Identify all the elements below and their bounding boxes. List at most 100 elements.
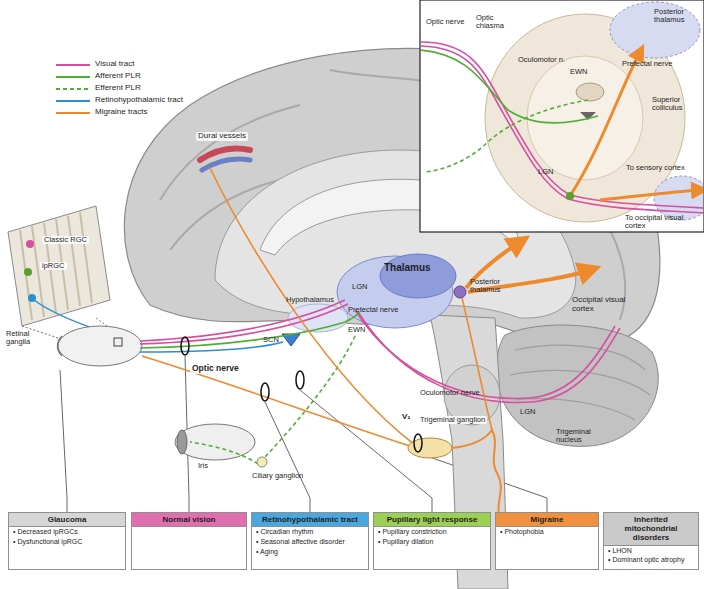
illustration-circle [257, 457, 267, 467]
illustration-circle [454, 286, 466, 298]
box-heading: Migraine [496, 513, 598, 527]
illustration-ellipse [261, 383, 269, 401]
box-bullet: • Aging [252, 547, 368, 557]
anatomy-label: Trigeminal ganglion [418, 416, 487, 424]
box-bullet: • Pupillary dilation [374, 537, 490, 547]
illustration-path [34, 300, 92, 328]
illustration-rect [114, 338, 122, 346]
illustration-polygon [8, 206, 110, 326]
illustration-path [20, 212, 92, 320]
condition-box: Pupillary light response• Pupillary cons… [373, 512, 491, 570]
box-bullet: • Photophobia [496, 527, 598, 537]
condition-box: Normal vision [131, 512, 247, 570]
illustration-circle [566, 192, 574, 200]
illustration-path [570, 52, 640, 196]
illustration-path [140, 312, 360, 348]
box-bullet: • Circadian rhythm [252, 527, 368, 537]
illustration-path [140, 304, 348, 344]
anatomy-label: Thalamus [384, 262, 431, 273]
illustration-path [142, 356, 410, 446]
anatomy-label: LGN [352, 283, 367, 291]
anatomy-label: Hypothalamus [286, 296, 334, 304]
box-heading: Normal vision [132, 513, 246, 527]
illustration-path [462, 298, 492, 430]
illustration-path [202, 159, 250, 170]
legend-line [56, 76, 90, 78]
anatomy-label: Posterior thalamus [654, 8, 700, 25]
condition-box: Inherited mitochondrial disorders• LHON•… [603, 512, 699, 570]
legend-label: Afferent PLR [95, 72, 141, 81]
box-bullet: • Dominant optic atrophy [604, 555, 698, 565]
box-bullet: • Decreased ipRGCs [9, 527, 125, 537]
illustration-ellipse [296, 371, 304, 389]
anatomy-label: Occipital visual cortex [572, 296, 640, 314]
anatomy-label: Superior colliculus [652, 96, 698, 113]
leader-line [60, 370, 67, 512]
illustration-ellipse [175, 424, 255, 460]
anatomy-label: SCN [263, 336, 279, 344]
anatomy-label: Classic RGC [42, 236, 89, 244]
illustration-ellipse [58, 326, 142, 366]
illustration-path [452, 430, 501, 520]
illustration-ellipse [610, 2, 700, 58]
anatomy-label: EWN [348, 326, 366, 334]
illustration-ellipse [527, 56, 643, 180]
box-heading: Glaucoma [9, 513, 125, 527]
illustration-ellipse [181, 337, 189, 355]
illustration-path [497, 325, 658, 446]
box-heading: Pupillary light response [374, 513, 490, 527]
anatomy-label: Optic chiasma [476, 14, 516, 31]
illustration-path [425, 100, 588, 172]
anatomy-label: Trigeminal nucleus [556, 428, 606, 445]
box-bullet: • LHON [604, 546, 698, 556]
illustration-g [421, 2, 703, 222]
legend-label: Efferent PLR [95, 84, 141, 93]
anatomy-label: Dural vessels [196, 132, 248, 141]
anatomy-label: LGN [538, 168, 553, 176]
illustration-path [210, 168, 415, 445]
box-bullet: • Pupillary constriction [374, 527, 490, 537]
illustration-ellipse [380, 254, 456, 298]
anatomy-label: Oculomotor n. [518, 56, 565, 64]
box-heading: Retinohypothalamic tract [252, 513, 368, 527]
illustration-ellipse [414, 434, 422, 452]
anatomy-label: To sensory cortex [626, 164, 685, 172]
illustration-path [358, 312, 620, 402]
anatomy-label: Retinal ganglia [6, 330, 46, 347]
legend-line [56, 112, 90, 114]
box-heading: Inherited mitochondrial disorders [604, 513, 698, 546]
illustration-path [58, 336, 63, 356]
anatomy-label: ipRGC [40, 262, 67, 270]
legend-label: Retinohypothalamic tract [95, 96, 183, 105]
illustration-path [600, 190, 700, 200]
anatomy-label: Iris [198, 462, 208, 470]
illustration-circle [24, 268, 32, 276]
legend-line [56, 100, 90, 102]
leader-line [265, 402, 310, 512]
anatomy-label: EWN [570, 68, 588, 76]
legend-label: Migraine tracts [95, 108, 147, 117]
condition-box: Migraine• Photophobia [495, 512, 599, 570]
illustration-ellipse [177, 430, 187, 454]
anatomy-label: LGN [520, 408, 535, 416]
legend-line [56, 88, 90, 90]
box-bullet: • Dysfunctional ipRGC [9, 537, 125, 547]
anatomy-label: Pretectal nerve [622, 60, 672, 68]
legend-label: Visual tract [95, 60, 134, 69]
anatomy-label: V₁ [402, 413, 411, 422]
condition-box: Retinohypothalamic tract• Circadian rhyt… [251, 512, 369, 570]
box-bullet: • Seasonal affective disorder [252, 537, 368, 547]
condition-box: Glaucoma• Decreased ipRGCs• Dysfunctiona… [8, 512, 126, 570]
illustration-path [421, 42, 703, 208]
anatomy-label: Ciliary ganglion [252, 472, 303, 480]
illustration-ellipse [576, 83, 604, 101]
anatomy-label: Pretectal nerve [348, 306, 398, 314]
legend-line [56, 64, 90, 66]
anatomy-label: To occipital visual cortex [625, 214, 701, 231]
anatomy-label: Optic nerve [190, 364, 241, 374]
illustration-path [421, 46, 703, 213]
illustration-path [421, 50, 598, 123]
illustration-circle [26, 240, 34, 248]
anatomy-label: Posterior thalamus [470, 278, 516, 295]
